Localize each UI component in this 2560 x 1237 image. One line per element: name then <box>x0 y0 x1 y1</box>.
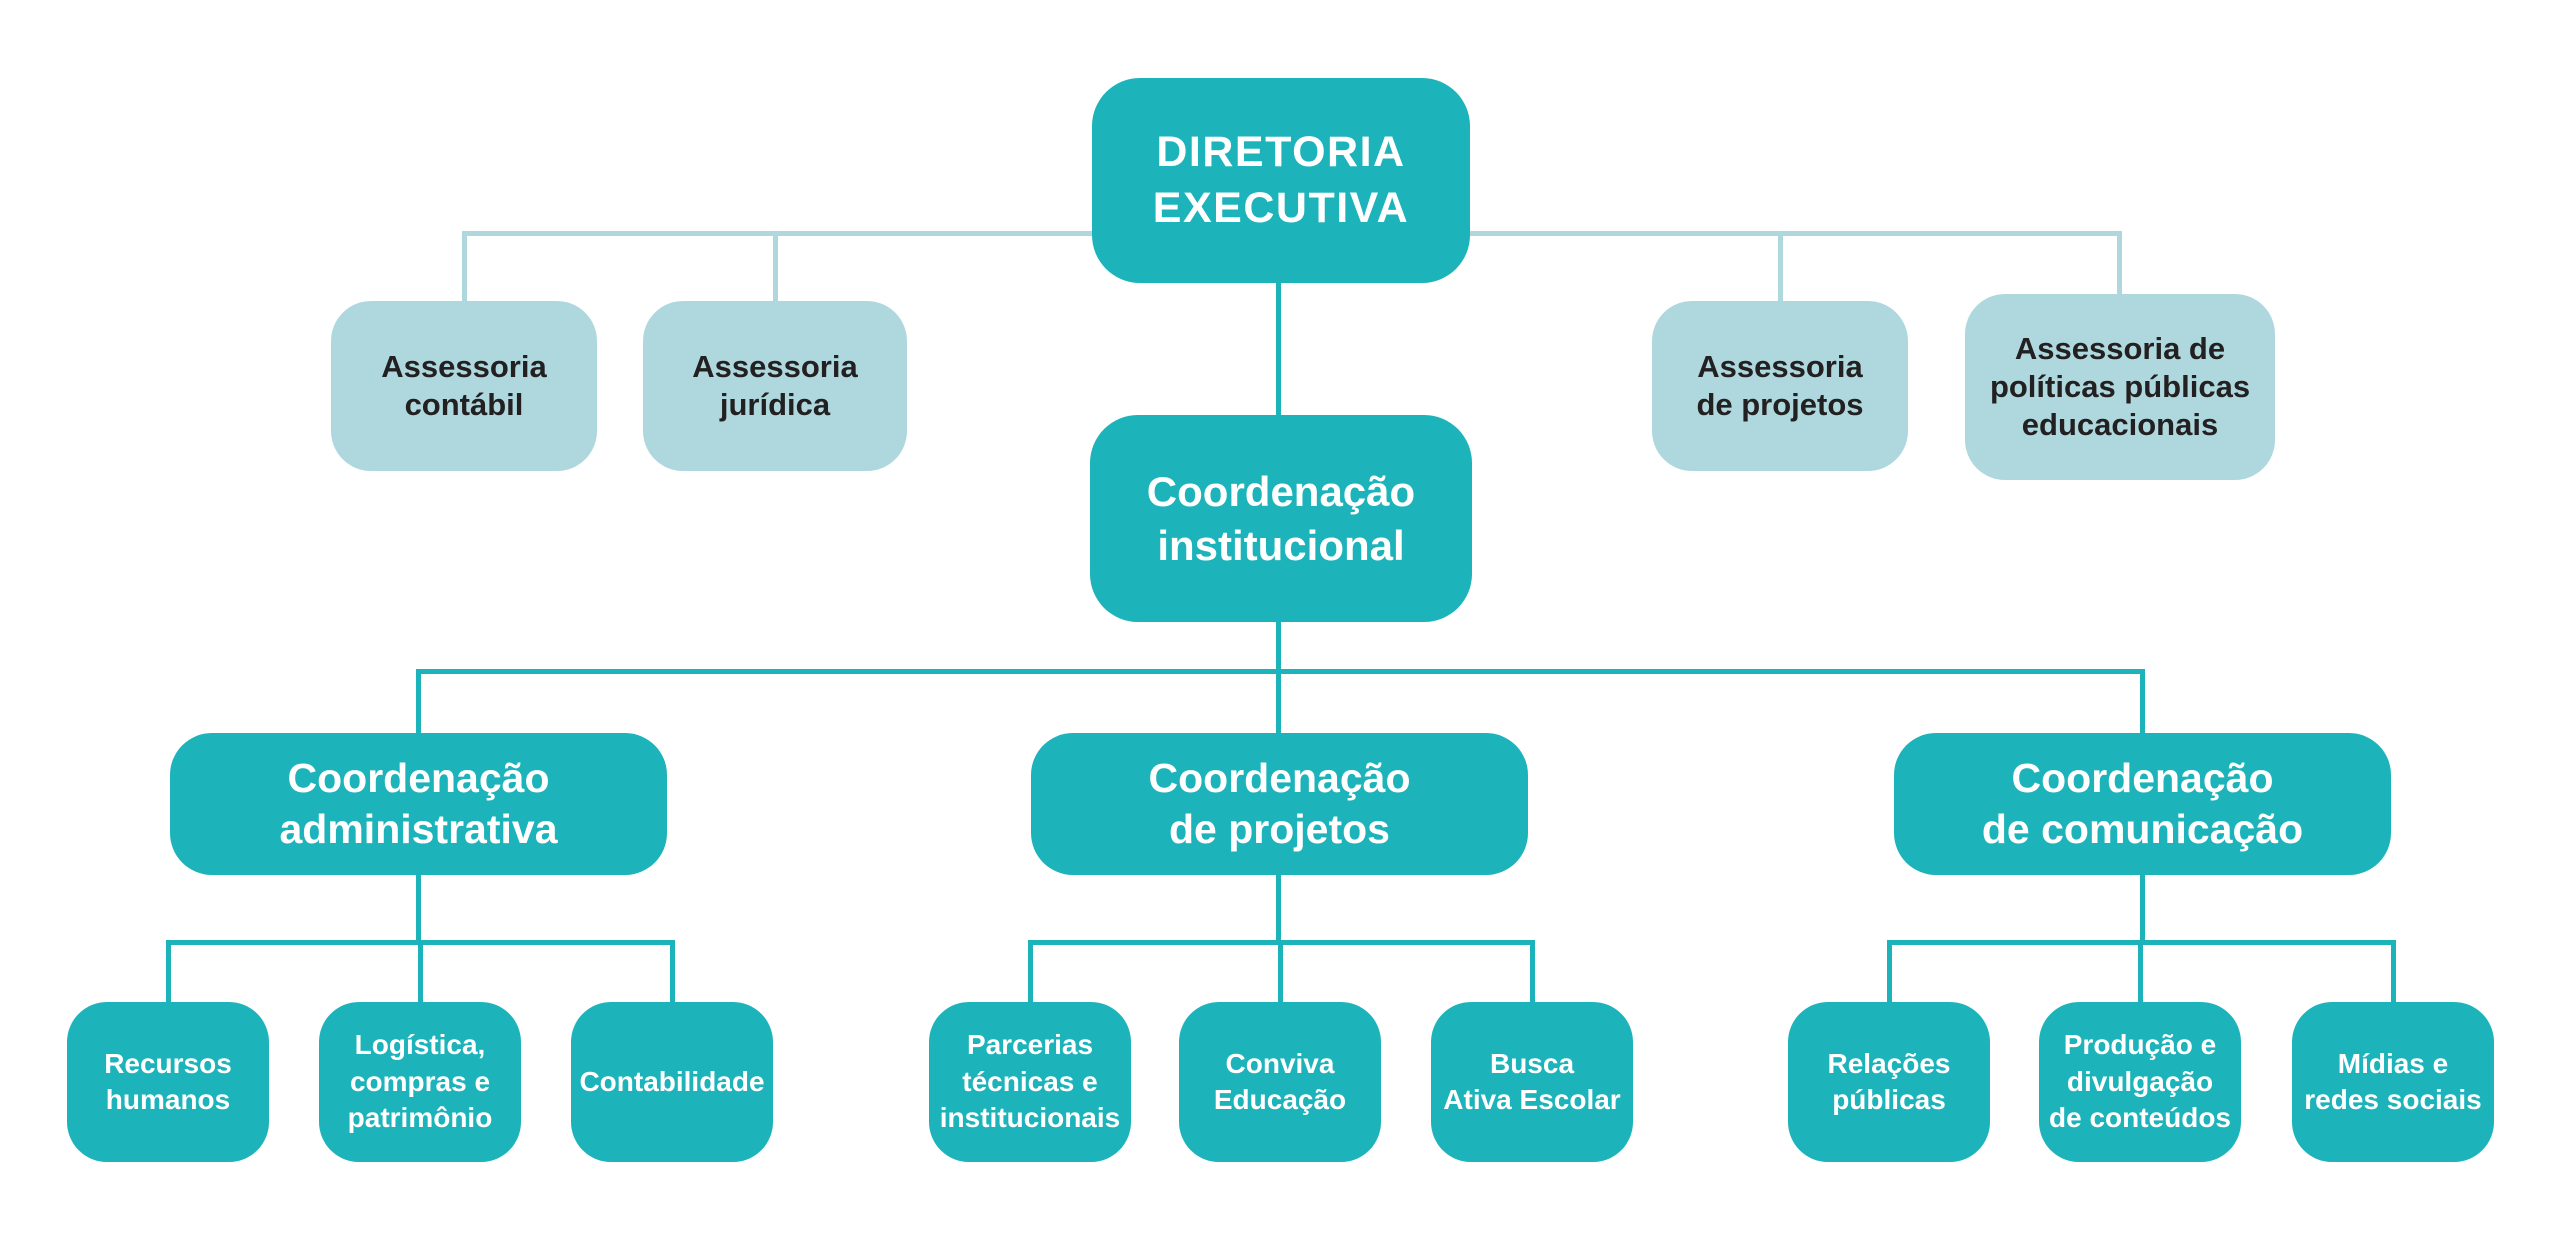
node-label: Relações públicas <box>1827 1047 1951 1115</box>
connector-branch-1-stub <box>416 875 421 940</box>
node-assessoria-de-projetos: Assessoria de projetos <box>1652 301 1908 471</box>
node-label: Busca Ativa Escolar <box>1443 1047 1621 1115</box>
node-label: Produção e divulgação de conteúdos <box>2048 1029 2231 1134</box>
connector-child-stub <box>1278 940 1283 1002</box>
node-label: DIRETORIA EXECUTIVA <box>1152 128 1410 232</box>
connector-child-stub <box>2138 940 2143 1002</box>
node-label: Assessoria contábil <box>381 349 547 422</box>
node-conviva-educacao: Conviva Educação <box>1179 1002 1381 1162</box>
connector-root-to-institutional <box>1276 283 1281 415</box>
node-assessoria-juridica: Assessoria jurídica <box>643 301 907 471</box>
node-recursos-humanos: Recursos humanos <box>67 1002 269 1162</box>
node-diretoria-executiva: DIRETORIA EXECUTIVA <box>1092 78 1470 283</box>
connector-advisor-1-stub <box>462 233 467 301</box>
node-busca-ativa-escolar: Busca Ativa Escolar <box>1431 1002 1633 1162</box>
node-label: Coordenação administrativa <box>279 754 558 852</box>
node-label: Coordenação de projetos <box>1148 754 1411 852</box>
connector-branch-3-stub <box>2140 875 2145 940</box>
connector-branch-1-drop <box>416 669 421 733</box>
node-assessoria-politicas-publicas: Assessoria de políticas públicas educaci… <box>1965 294 2275 480</box>
node-producao-divulgacao-conteudos: Produção e divulgação de conteúdos <box>2039 1002 2241 1162</box>
node-label: Assessoria de políticas públicas educaci… <box>1989 331 2251 442</box>
connector-advisor-4-stub <box>2117 233 2122 294</box>
connector-child-stub <box>1028 940 1033 1002</box>
node-label: Parcerias técnicas e institucionais <box>939 1029 1121 1134</box>
node-assessoria-contabil: Assessoria contábil <box>331 301 597 471</box>
node-label: Logística, compras e patrimônio <box>347 1029 493 1134</box>
node-coordenacao-de-projetos: Coordenação de projetos <box>1031 733 1528 875</box>
node-label: Assessoria jurídica <box>692 349 858 422</box>
node-label: Contabilidade <box>579 1065 765 1097</box>
node-parcerias-tecnicas: Parcerias técnicas e institucionais <box>929 1002 1131 1162</box>
connector-child-stub <box>1887 940 1892 1002</box>
connector-branch-3-drop <box>2140 669 2145 733</box>
node-label: Recursos humanos <box>104 1047 232 1115</box>
connector-child-stub <box>418 940 423 1002</box>
node-coordenacao-de-comunicacao: Coordenação de comunicação <box>1894 733 2391 875</box>
connector-institutional-down <box>1276 622 1281 733</box>
connector-branch-2-stub <box>1276 875 1281 940</box>
node-label: Assessoria de projetos <box>1696 349 1864 422</box>
node-contabilidade: Contabilidade <box>571 1002 773 1162</box>
connector-child-stub <box>2391 940 2396 1002</box>
node-label: Coordenação de comunicação <box>1981 754 2304 852</box>
node-label: Mídias e redes sociais <box>2304 1047 2482 1115</box>
node-logistica-compras-patrimonio: Logística, compras e patrimônio <box>319 1002 521 1162</box>
connector-child-stub <box>670 940 675 1002</box>
connector-child-stub <box>166 940 171 1002</box>
connector-child-stub <box>1530 940 1535 1002</box>
connector-branches-horizontal <box>416 669 2145 674</box>
node-coordenacao-administrativa: Coordenação administrativa <box>170 733 667 875</box>
node-label: Conviva Educação <box>1213 1047 1347 1115</box>
node-label: Coordenação institucional <box>1146 467 1416 569</box>
node-coordenacao-institucional: Coordenação institucional <box>1090 415 1472 622</box>
connector-advisor-3-stub <box>1778 233 1783 301</box>
node-relacoes-publicas: Relações públicas <box>1788 1002 1990 1162</box>
connector-advisor-2-stub <box>773 233 778 301</box>
node-midias-redes-sociais: Mídias e redes sociais <box>2292 1002 2494 1162</box>
